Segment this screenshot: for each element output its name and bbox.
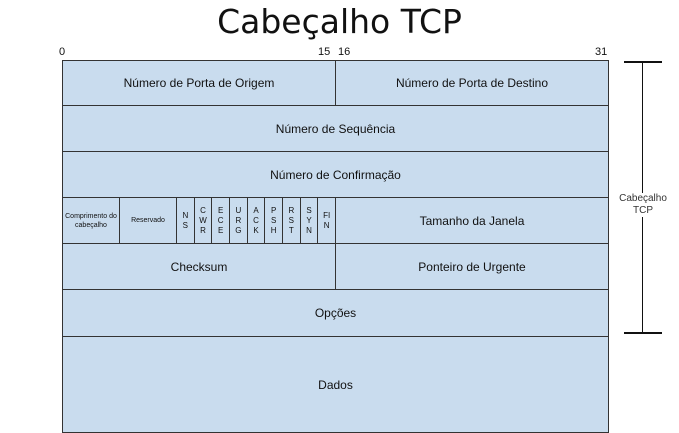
flag-syn: SYN (299, 197, 319, 244)
flag-psh: PSH (264, 197, 283, 244)
bit-label-0: 0 (59, 46, 66, 58)
checksum-field: Checksum (62, 243, 336, 290)
header-length-field: Comprimento do cabeçalho (62, 197, 120, 244)
data-field: Dados (62, 336, 609, 433)
flag-label: URG (235, 205, 242, 235)
window-size-field: Tamanho da Janela (335, 197, 609, 244)
flag-label: ECE (217, 205, 224, 235)
flag-ece: ECE (211, 197, 230, 244)
diagram-title: Cabeçalho TCP (217, 2, 462, 41)
reserved-field: Reservado (119, 197, 177, 244)
flag-label: FIN (323, 210, 331, 230)
flag-ns: NS (176, 197, 195, 244)
flag-label: ACK (253, 205, 259, 235)
options-field: Opções (62, 289, 609, 337)
dest-port-field: Número de Porta de Destino (335, 60, 609, 106)
flag-urg: URG (229, 197, 248, 244)
flag-label: CWR (199, 205, 207, 235)
bit-label-31: 31 (595, 46, 608, 58)
flag-cwr: CWR (193, 197, 213, 244)
flag-ack: ACK (246, 197, 266, 244)
source-port-field: Número de Porta de Origem (62, 60, 336, 106)
flag-label: NS (182, 210, 189, 230)
bit-label-16: 16 (338, 46, 351, 58)
flag-label: PSH (270, 205, 277, 235)
bracket-top (624, 61, 662, 63)
sequence-number-field: Número de Sequência (62, 105, 609, 152)
ack-number-field: Número de Confirmação (62, 151, 609, 198)
bracket-bottom (624, 332, 662, 334)
bit-label-15: 15 (318, 46, 331, 58)
flag-rst: RST (282, 197, 301, 244)
bracket-label: Cabeçalho TCP (610, 193, 676, 217)
flag-label: RST (288, 205, 295, 235)
flag-label: SYN (306, 205, 312, 235)
flag-fin: FIN (317, 197, 336, 244)
urgent-pointer-field: Ponteiro de Urgente (335, 243, 609, 290)
